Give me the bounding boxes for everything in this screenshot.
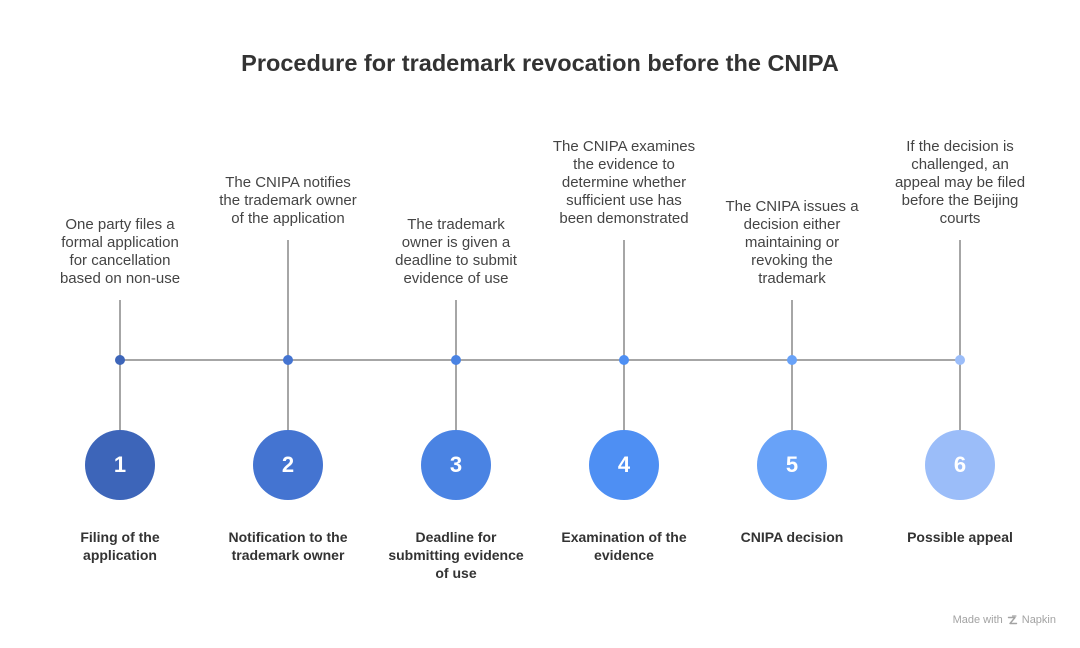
step-title: Deadline for submitting evidence of use: [388, 529, 524, 581]
step-description: If the decision is challenged, an appeal…: [894, 138, 1026, 227]
step-number: 4: [617, 452, 631, 477]
step-description: The CNIPA examines the evidence to deter…: [552, 138, 696, 227]
timeline-dot: [451, 355, 461, 365]
step-number: 5: [785, 452, 799, 477]
step-number-badge: 1: [85, 430, 155, 500]
step-number-badge: 4: [589, 430, 659, 500]
step-title: Possible appeal: [907, 529, 1013, 545]
connector-line: [287, 240, 289, 465]
timeline-axis: [120, 359, 960, 361]
step-2: The CNIPA notifies the trademark owner o…: [204, 0, 372, 648]
connector-line: [959, 240, 961, 465]
connector-line: [791, 300, 793, 465]
step-4: The CNIPA examines the evidence to deter…: [540, 0, 708, 648]
connector-line: [455, 300, 457, 465]
step-title: Notification to the trademark owner: [228, 529, 348, 563]
step-description: The CNIPA notifies the trademark owner o…: [219, 174, 357, 227]
step-1: One party files a formal application for…: [36, 0, 204, 648]
timeline-dot: [283, 355, 293, 365]
step-title: Filing of the application: [80, 529, 160, 563]
step-title: Examination of the evidence: [561, 529, 687, 563]
napkin-brand-text: Napkin: [1021, 614, 1056, 626]
timeline-dot: [115, 355, 125, 365]
made-with-napkin-watermark: Made with Napkin: [953, 612, 1056, 628]
step-3: The trademark owner is given a deadline …: [372, 0, 540, 648]
made-with-text: Made with: [952, 614, 1003, 626]
step-5: The CNIPA issues a decision either maint…: [708, 0, 876, 648]
timeline-dot: [619, 355, 629, 365]
step-title: CNIPA decision: [740, 529, 844, 545]
step-number-badge: 3: [421, 430, 491, 500]
step-number: 1: [113, 452, 127, 477]
step-6: If the decision is challenged, an appeal…: [876, 0, 1044, 648]
page-title: Procedure for trademark revocation befor…: [241, 50, 839, 76]
step-number-badge: 6: [925, 430, 995, 500]
timeline-dot: [787, 355, 797, 365]
connector-line: [119, 300, 121, 465]
step-number-badge: 5: [757, 430, 827, 500]
step-number-badge: 2: [253, 430, 323, 500]
step-number: 2: [281, 452, 295, 477]
step-number: 6: [953, 452, 967, 477]
step-number: 3: [449, 452, 463, 477]
napkin-logo-icon: [1007, 614, 1018, 626]
step-description: The CNIPA issues a decision either maint…: [725, 198, 859, 287]
step-description: One party files a formal application for…: [59, 216, 181, 287]
connector-line: [623, 240, 625, 465]
timeline-dot: [955, 355, 965, 365]
step-description: The trademark owner is given a deadline …: [395, 216, 517, 287]
